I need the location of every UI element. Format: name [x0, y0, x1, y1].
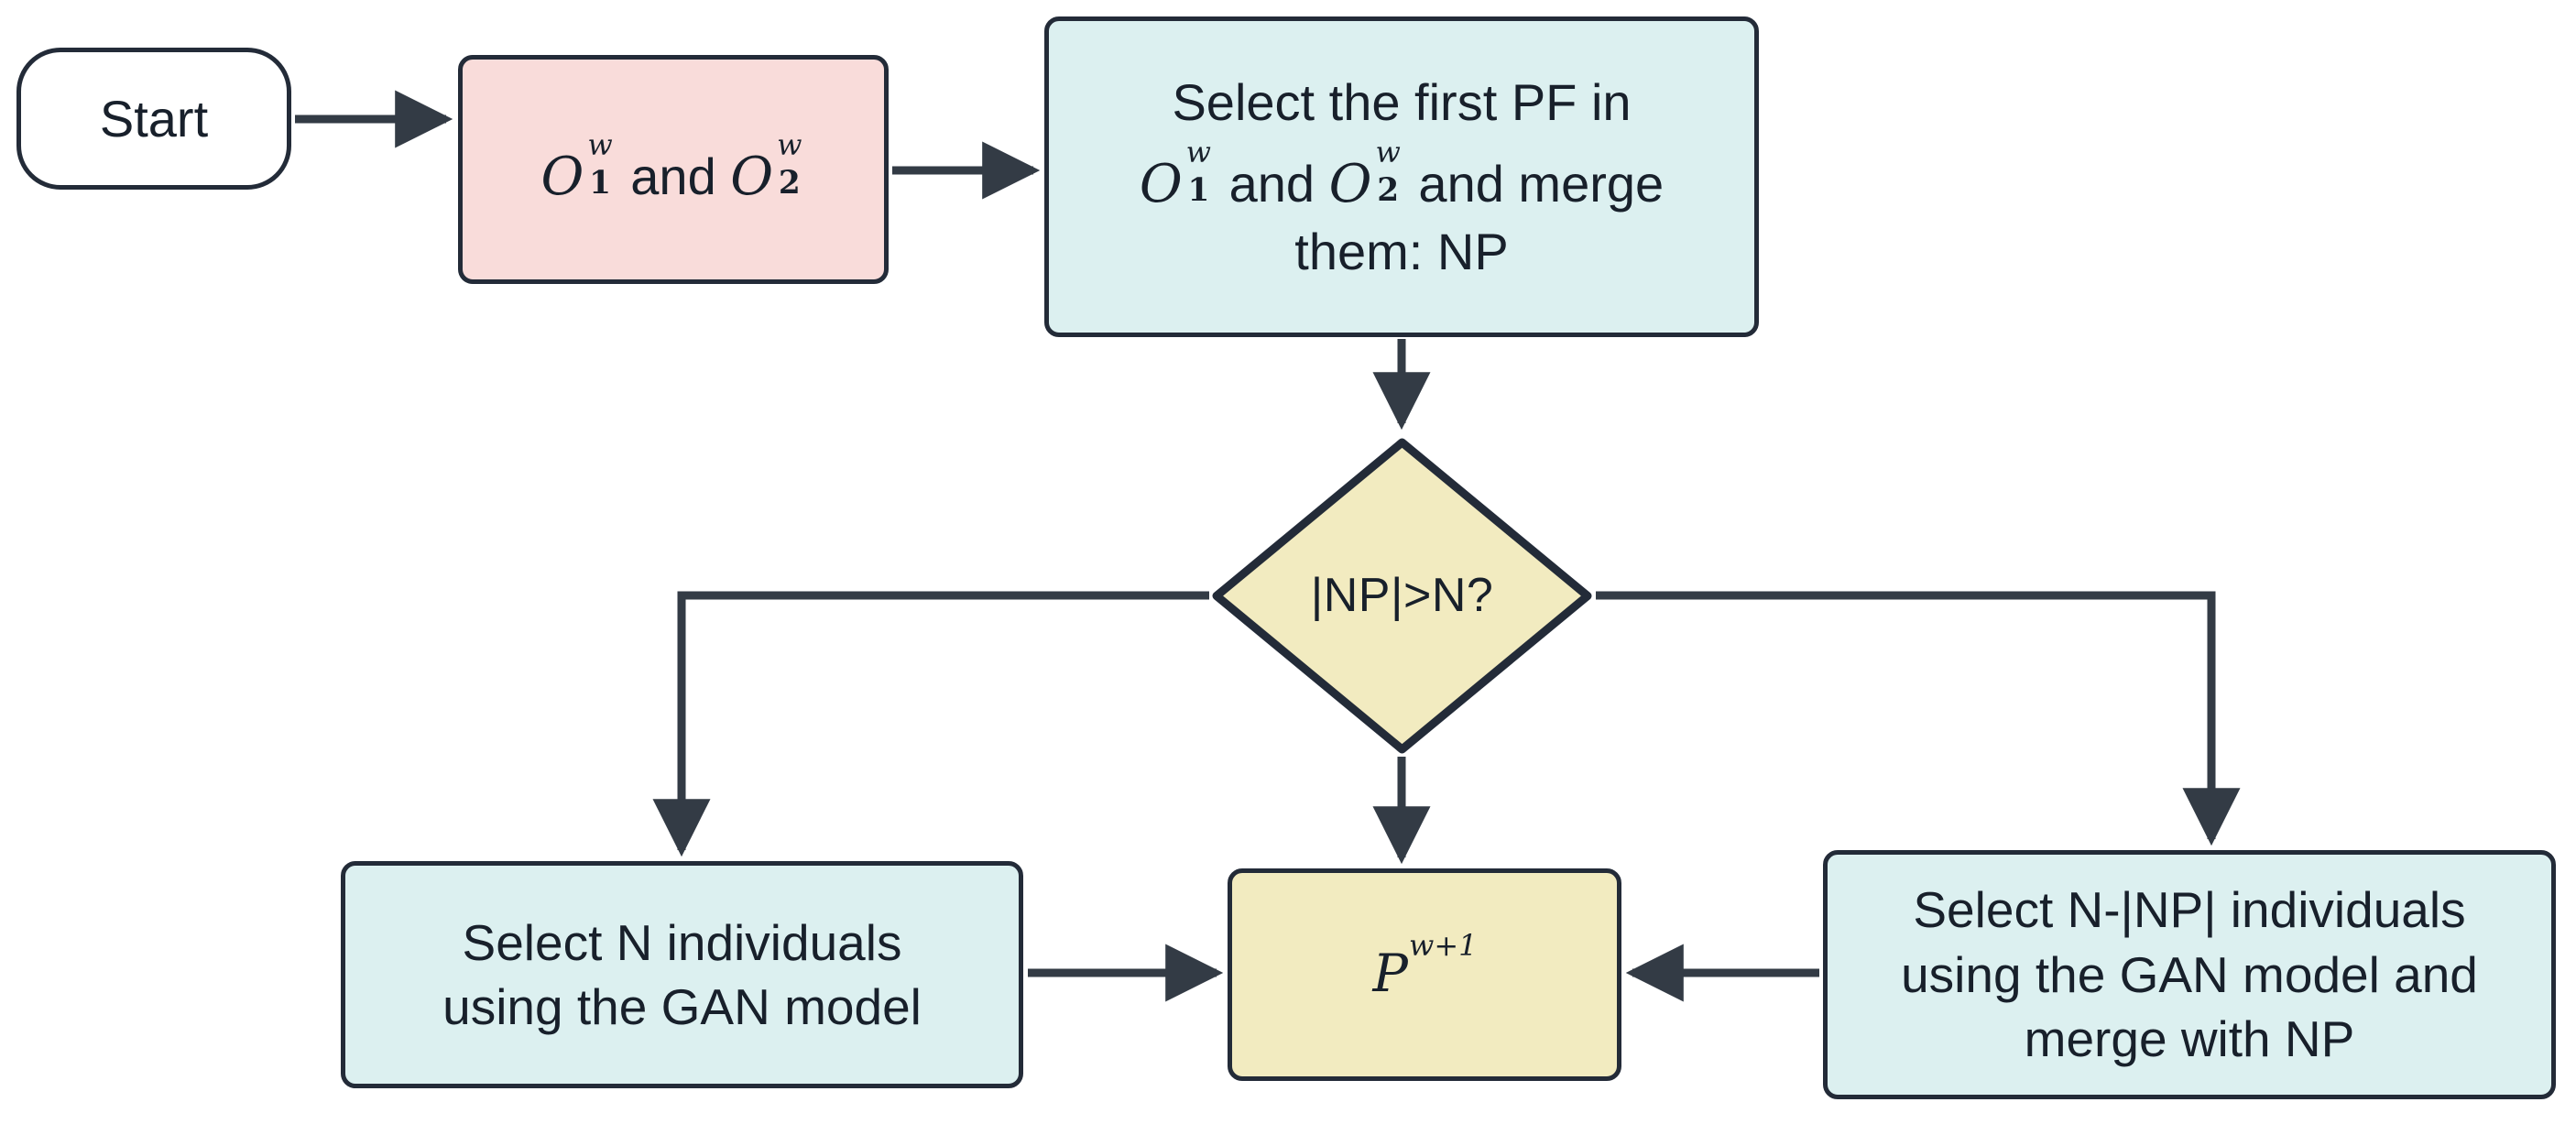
node-select-n-label: Select N individuals using the GAN model: [345, 911, 1019, 1040]
node-select-n[interactable]: Select N individuals using the GAN model: [341, 861, 1023, 1088]
node-merge-line-1: Select the first PF in: [1172, 72, 1632, 131]
node-select-diff[interactable]: Select N-|NP| individuals using the GAN …: [1823, 850, 2556, 1099]
node-select-diff-line-3: merge with NP: [2024, 1010, 2355, 1068]
node-population[interactable]: Pw+1: [1228, 868, 1621, 1081]
math-conjunction: and: [1228, 155, 1315, 213]
node-select-diff-line-1: Select N-|NP| individuals: [1913, 881, 2466, 939]
node-select-diff-label: Select N-|NP| individuals using the GAN …: [1828, 878, 2551, 1071]
math-population: Pw+1: [1372, 927, 1478, 1005]
node-population-label: Pw+1: [1232, 927, 1617, 1008]
merge-tail: and merge: [1418, 155, 1665, 213]
math-conjunction: and: [630, 147, 716, 206]
node-decision-label: |NP|>N?: [1310, 569, 1494, 623]
node-decision[interactable]: |NP|>N?: [1212, 438, 1592, 754]
edge-decision-to-select-n: [652, 591, 1209, 857]
node-start-label: Start: [99, 89, 209, 147]
diamond-shape: [1212, 438, 1592, 754]
edge-decision-to-select-diff: [1596, 591, 2241, 846]
node-select-n-line-1: Select N individuals: [462, 913, 902, 971]
node-merge-line-3: them: NP: [1294, 222, 1509, 280]
node-select-diff-line-2: using the GAN model and: [1901, 945, 2478, 1003]
node-start[interactable]: Start: [16, 48, 291, 190]
node-select-n-line-2: using the GAN model: [442, 978, 922, 1035]
